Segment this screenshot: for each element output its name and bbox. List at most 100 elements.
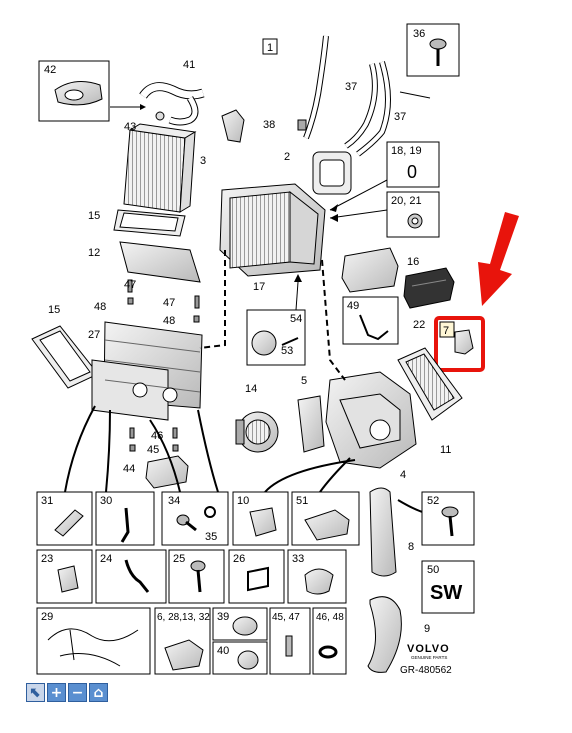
callout-4: 4 [400, 469, 406, 481]
flap-2 [312, 151, 352, 195]
screws-lower [129, 427, 179, 452]
cabin-filter-11 [397, 347, 463, 421]
detail-box-23: 23 [36, 549, 93, 604]
detail-box-53-54 [246, 309, 306, 366]
detail-box-34-35: 34 35 [161, 491, 229, 546]
red-arrow-icon [478, 212, 519, 306]
callout-37: 37 [345, 81, 357, 93]
detail-box-24: 24 [95, 549, 167, 604]
callout-53: 53 [281, 345, 293, 357]
detail-box-18-19: 18, 19 0 [386, 141, 440, 188]
detail-box-40: 40 [212, 641, 268, 675]
bracket-5 [297, 395, 325, 453]
callout-14: 14 [245, 383, 257, 395]
cursor-icon[interactable]: ⬉ [26, 683, 45, 702]
brand-sub: GENUINE PARTS [411, 655, 447, 660]
callout-48: 48 [94, 301, 106, 313]
detail-box-45-47: 45, 47 [269, 607, 311, 675]
module-22 [403, 267, 455, 309]
callout-47: 47 [163, 297, 175, 309]
callout-22: 22 [413, 319, 425, 331]
box-label-26: 26 [233, 553, 245, 565]
page-number: 1 [267, 42, 273, 54]
box-label-36: 36 [413, 28, 425, 40]
callout-8: 8 [408, 541, 414, 553]
outlet-part-icon [54, 80, 103, 106]
heater-core-3 [123, 123, 197, 213]
callout-15: 15 [48, 304, 60, 316]
detail-box-20-21: 20, 21 [386, 191, 440, 238]
callout-44: 44 [123, 463, 135, 475]
callout-16: 16 [407, 256, 419, 268]
volvo-logo: VOLVO GENUINE PARTS GR-480562 [400, 643, 452, 676]
zoom-out-button[interactable]: − [68, 683, 87, 702]
box-label-7: 7 [443, 325, 449, 337]
actuator-44 [145, 455, 189, 489]
air-guide-9 [367, 596, 402, 673]
box-label-29: 29 [41, 611, 53, 623]
detail-box-31: 31 [36, 491, 93, 546]
callout-17: 17 [253, 281, 265, 293]
pipe-37-left [303, 35, 329, 140]
detail-box-25: 25 [168, 549, 225, 604]
detail-box-30: 30 [95, 491, 155, 546]
box-label-25: 25 [173, 553, 185, 565]
zero-mark: 0 [407, 162, 417, 182]
box-label-18-19: 18, 19 [391, 145, 422, 157]
callout-45: 45 [147, 444, 159, 456]
callout-3: 3 [200, 155, 206, 167]
callout-12: 12 [88, 247, 100, 259]
clip-icon [407, 213, 423, 229]
detail-box-42: 42 [38, 60, 110, 122]
cover-plate-12 [119, 241, 201, 283]
callout-37: 37 [394, 111, 406, 123]
sw-code: SW [430, 582, 462, 604]
box-label-23: 23 [41, 553, 53, 565]
box-label-24: 24 [100, 553, 112, 565]
box-label-42: 42 [44, 64, 56, 76]
detail-box-6-28-13-32: 6, 28,13, 32 [154, 607, 211, 675]
bracket-part [221, 109, 245, 143]
pipe-37-right [344, 61, 431, 157]
box-label-50: 50 [427, 564, 439, 576]
blower-motor-14 [235, 411, 279, 453]
screw-icon [429, 38, 447, 66]
box-label-52: 52 [427, 495, 439, 507]
reference-code: GR-480562 [400, 665, 452, 676]
box-label-45-47: 45, 47 [272, 612, 300, 623]
box-label-39: 39 [217, 611, 229, 623]
box-label-40: 40 [217, 645, 229, 657]
home-button[interactable]: ⌂ [89, 683, 108, 702]
callout-47: 47 [124, 279, 136, 291]
box-label-30: 30 [100, 495, 112, 507]
box-label-35: 35 [205, 531, 217, 543]
callout-15: 15 [88, 210, 100, 222]
brand-name: VOLVO [407, 643, 450, 655]
detail-box-39: 39 [212, 607, 268, 641]
duct-8 [369, 487, 397, 577]
heater-housing-27 [91, 321, 203, 421]
detail-box-29: 29 [36, 607, 151, 675]
box-label-46-48: 46, 48 [316, 612, 344, 623]
viewer-toolbar: ⬉ + − ⌂ [26, 683, 108, 702]
callout-11: 11 [440, 444, 451, 456]
detail-box-10: 10 [232, 491, 289, 546]
box-label-51: 51 [296, 495, 308, 507]
box-label-31: 31 [41, 495, 53, 507]
callout-9: 9 [424, 623, 430, 635]
detail-box-51: 51 [291, 491, 360, 546]
detail-box-52: 52 [421, 491, 475, 546]
screws [127, 279, 200, 323]
callout-numbers: 2345891112141515161722273737384143444546… [48, 59, 451, 635]
box-label-10: 10 [237, 495, 249, 507]
detail-box-26: 26 [228, 549, 285, 604]
detail-box-46-48: 46, 48 [312, 607, 347, 675]
zoom-in-button[interactable]: + [47, 683, 66, 702]
box-label-33: 33 [292, 553, 304, 565]
box-label-20-21: 20, 21 [391, 195, 422, 207]
callout-48: 48 [163, 315, 175, 327]
callout-38: 38 [263, 119, 275, 131]
box-label-6-28-13-32: 6, 28,13, 32 [157, 612, 210, 623]
callout-54: 54 [290, 313, 302, 325]
